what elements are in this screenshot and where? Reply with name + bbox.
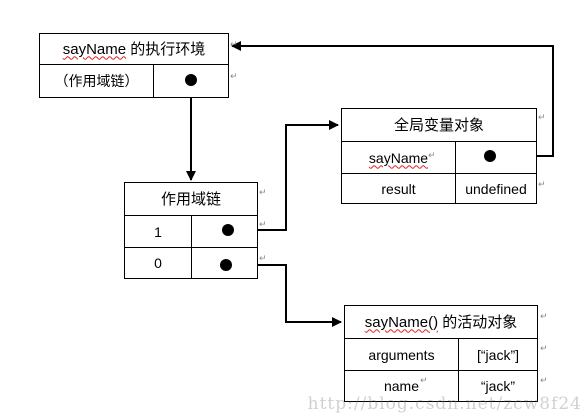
pointer-dot: [222, 224, 234, 236]
pointer-dot: [484, 150, 496, 162]
scope-chain-title: 作用域链: [160, 190, 221, 208]
watermark: http://blog.csdn.net/zcw8f24: [307, 394, 582, 414]
execution-context-title: sayName 的执行环境: [40, 34, 228, 64]
scope-chain-box: 作用域链 1 0: [124, 182, 258, 279]
divider: [455, 142, 456, 203]
activation-object-box: sayName() 的活动对象 arguments [“jack”] name …: [344, 305, 538, 402]
key-text: sayName: [368, 149, 429, 166]
paragraph-mark: ↵: [259, 254, 267, 264]
pointer-dot: [185, 74, 197, 86]
global-value-result: undefined: [465, 180, 527, 197]
activation-value-name: “jack”: [480, 378, 516, 394]
paragraph-mark: ↵: [540, 344, 548, 354]
title-suffix: 的执行环境: [126, 40, 206, 58]
divider: [342, 141, 536, 142]
pointer-dot: [220, 259, 232, 271]
paragraph-mark: ↵: [540, 376, 548, 386]
divider: [342, 173, 536, 174]
divider: [345, 370, 537, 371]
scope-chain-label: （作用域链）: [54, 73, 139, 89]
activation-value-arguments: [“jack”]: [477, 346, 519, 363]
title-suffix: 的活动对象: [438, 313, 518, 331]
global-variable-object-box: 全局变量对象 sayName result undefined: [341, 108, 537, 204]
global-key-sayname: sayName: [342, 142, 455, 173]
activation-key-name: name: [383, 378, 420, 394]
execution-context-box: sayName 的执行环境 （作用域链）: [39, 33, 229, 98]
paragraph-mark: ↵: [538, 180, 546, 190]
paragraph-mark: ↵: [230, 72, 238, 82]
divider: [458, 339, 459, 401]
divider: [125, 215, 257, 216]
activation-key-arguments: arguments: [368, 346, 435, 363]
paragraph-mark: ↵: [538, 113, 546, 123]
paragraph-mark: ↵: [259, 188, 267, 198]
function-name: sayName: [62, 40, 127, 58]
divider: [40, 64, 228, 65]
function-name: sayName(): [364, 313, 439, 331]
paragraph-mark: ↵: [428, 151, 436, 161]
paragraph-mark: ↵: [540, 312, 548, 322]
scope-chain-index-1: 1: [154, 223, 162, 240]
divider: [191, 216, 192, 278]
global-key-result: result: [381, 180, 416, 197]
scope-chain-index-0: 0: [154, 255, 162, 271]
paragraph-mark: ↵: [420, 376, 428, 386]
global-object-title: 全局变量对象: [393, 116, 484, 134]
divider: [345, 338, 537, 339]
activation-object-title: sayName() 的活动对象: [345, 306, 537, 338]
divider: [153, 65, 154, 97]
paragraph-mark: ↵: [259, 220, 267, 230]
paragraph-mark: ↵: [230, 40, 238, 50]
